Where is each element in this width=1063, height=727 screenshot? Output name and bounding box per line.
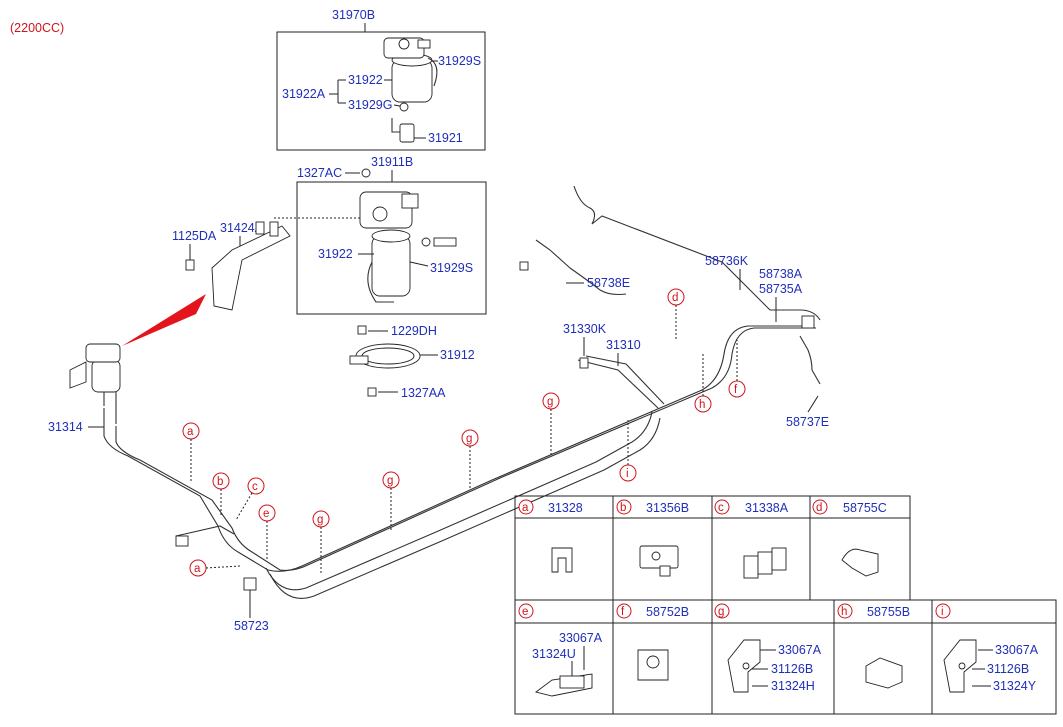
svg-text:a: a <box>522 502 529 514</box>
label-31310: 31310 <box>606 338 641 352</box>
label-58723: 58723 <box>234 619 269 633</box>
callout-b: b <box>212 472 230 516</box>
filter-assembly-left-drawing <box>69 343 121 424</box>
svg-text:i: i <box>941 606 944 618</box>
svg-text:b: b <box>620 502 626 514</box>
label-1327AA: 1327AA <box>401 386 446 400</box>
svg-text:58755C: 58755C <box>843 501 887 515</box>
svg-text:f: f <box>734 384 738 396</box>
svg-text:58755B: 58755B <box>867 605 910 619</box>
label-31929S-mid: 31929S <box>430 261 473 275</box>
svg-text:31338A: 31338A <box>745 501 789 515</box>
svg-text:31324H: 31324H <box>771 679 815 693</box>
callout-g1: g <box>312 510 330 574</box>
mounting-bracket-drawing <box>185 221 291 311</box>
label-58737E: 58737E <box>786 415 829 429</box>
label-31929G: 31929G <box>348 98 392 112</box>
svg-text:h: h <box>841 606 847 618</box>
label-1125DA: 1125DA <box>172 229 217 243</box>
svg-text:b: b <box>217 476 223 488</box>
filter-assembly-box-top <box>276 31 486 151</box>
label-31922A: 31922A <box>282 87 326 101</box>
label-31912: 31912 <box>440 348 475 362</box>
svg-text:c: c <box>718 502 724 514</box>
svg-text:31126B: 31126B <box>771 662 813 676</box>
fuel-filter-mid-drawing <box>359 191 457 303</box>
label-58736K: 58736K <box>705 254 749 268</box>
svg-text:g: g <box>466 433 472 445</box>
engine-label: (2200CC) <box>10 21 64 35</box>
svg-text:d: d <box>816 502 822 514</box>
label-31424A: 31424A <box>220 221 264 235</box>
label-58735A: 58735A <box>759 282 803 296</box>
legend-cell-b: b 31356B <box>616 499 689 577</box>
callout-c: c <box>235 477 265 521</box>
fuel-filter-top-drawing <box>383 37 438 143</box>
legend-cell-i: i 33067A 31126B 31324Y <box>935 603 1039 693</box>
svg-text:e: e <box>522 606 528 618</box>
svg-text:31126B: 31126B <box>987 662 1029 676</box>
svg-text:a: a <box>187 426 194 438</box>
label-58738E: 58738E <box>587 276 630 290</box>
svg-text:h: h <box>699 399 705 411</box>
legend-cell-h: h 58755B <box>837 603 910 689</box>
callout-e: e <box>258 504 276 560</box>
label-31922-mid: 31922 <box>318 247 353 261</box>
detail-pointer-arrow <box>122 294 206 346</box>
callout-g3: g <box>461 429 479 490</box>
clamp-drawing <box>349 343 421 369</box>
svg-text:d: d <box>672 292 678 304</box>
legend-cell-f: f 58752B <box>616 603 689 681</box>
svg-text:31328: 31328 <box>548 501 583 515</box>
filter-assembly-box-mid <box>296 181 487 315</box>
label-31929S-top: 31929S <box>438 54 481 68</box>
callout-i: i <box>619 420 637 482</box>
svg-text:58752B: 58752B <box>646 605 689 619</box>
label-31921: 31921 <box>428 131 463 145</box>
callout-a1: a <box>182 422 200 482</box>
callout-f: f <box>728 340 746 398</box>
svg-text:a: a <box>194 563 201 575</box>
svg-text:31324U: 31324U <box>532 647 576 661</box>
label-31922-top: 31922 <box>348 73 383 87</box>
svg-text:f: f <box>621 606 625 618</box>
svg-text:g: g <box>547 396 553 408</box>
callout-g2: g <box>382 471 400 530</box>
label-1229DH: 1229DH <box>391 324 437 338</box>
label-31970B: 31970B <box>332 8 375 22</box>
svg-text:g: g <box>317 514 323 526</box>
label-1327AC: 1327AC <box>297 166 342 180</box>
legend-cell-d: d 58755C <box>812 499 887 577</box>
svg-text:33067A: 33067A <box>778 643 822 657</box>
svg-text:c: c <box>252 481 258 493</box>
legend-cell-c: c 31338A <box>714 499 789 579</box>
label-31330K: 31330K <box>563 322 607 336</box>
label-31314: 31314 <box>48 420 83 434</box>
label-31911B: 31911B <box>371 155 413 169</box>
legend-cell-g: g 33067A 31126B 31324H <box>714 603 822 693</box>
svg-text:g: g <box>718 606 724 618</box>
svg-text:e: e <box>263 508 269 520</box>
legend-cell-a: a 31328 <box>518 499 583 573</box>
svg-text:g: g <box>387 475 393 487</box>
svg-text:33067A: 33067A <box>995 643 1039 657</box>
svg-text:33067A: 33067A <box>559 631 603 645</box>
svg-text:31356B: 31356B <box>646 501 689 515</box>
svg-text:i: i <box>626 468 629 480</box>
callout-d: d <box>667 288 685 340</box>
fuel-line-bundle <box>103 185 821 599</box>
callout-a2: a <box>189 559 241 577</box>
callout-h: h <box>694 352 712 413</box>
label-58738A: 58738A <box>759 267 803 281</box>
parts-legend-table: a 31328 b 31356B c 31338A d 58755C <box>514 495 1057 715</box>
svg-text:31324Y: 31324Y <box>993 679 1037 693</box>
legend-cell-e: e 33067A 31324U <box>518 603 603 697</box>
callout-g4: g <box>542 392 560 456</box>
